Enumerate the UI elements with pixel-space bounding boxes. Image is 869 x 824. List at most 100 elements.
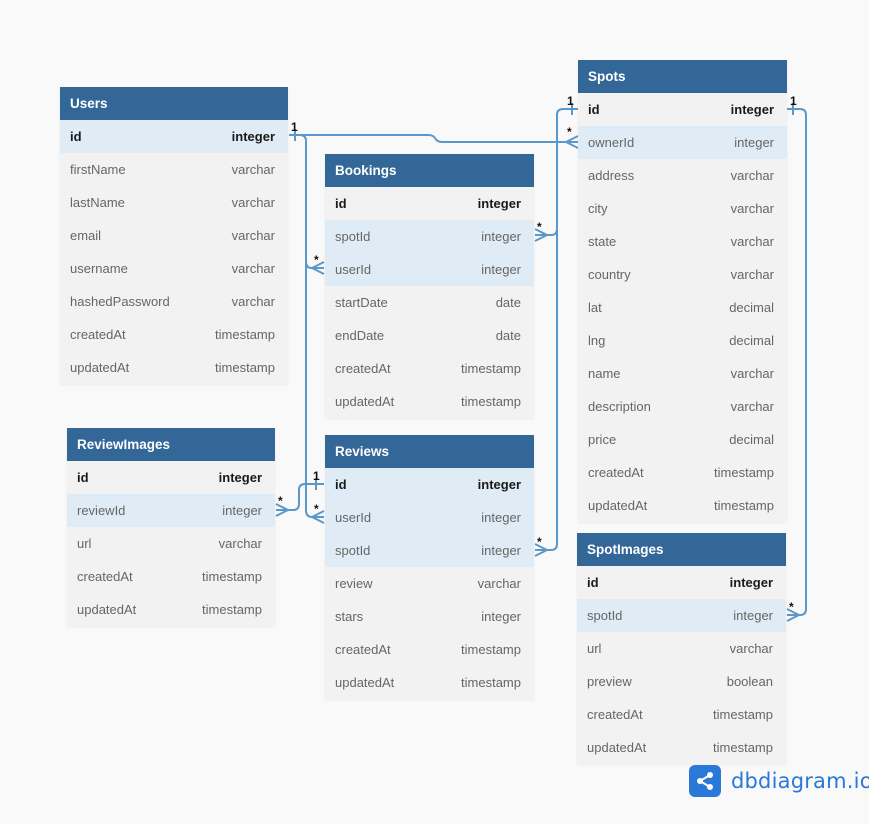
relation-users-reviews[interactable] xyxy=(305,262,324,518)
field-name: username xyxy=(70,261,128,276)
field-name: lat xyxy=(588,300,602,315)
relation-users-bookings[interactable] xyxy=(289,134,324,269)
table-header[interactable]: Spots xyxy=(578,60,787,93)
field-type: varchar xyxy=(477,576,521,591)
crowfoot-spots-ownerid xyxy=(565,135,579,149)
relation-spots-reviews[interactable] xyxy=(535,229,558,551)
table-header[interactable]: Users xyxy=(60,87,288,120)
field-name: url xyxy=(587,641,602,656)
table-header[interactable]: Reviews xyxy=(325,435,534,468)
field-name: id xyxy=(335,477,347,492)
field-type: integer xyxy=(222,503,262,518)
field-type: integer xyxy=(477,477,521,492)
field-type: varchar xyxy=(730,201,774,216)
field-row[interactable]: userId integer xyxy=(325,501,534,534)
field-row[interactable]: id integer xyxy=(325,468,534,501)
table-header[interactable]: ReviewImages xyxy=(67,428,275,461)
field-type: integer xyxy=(481,609,521,624)
field-name: id xyxy=(587,575,599,590)
field-type: varchar xyxy=(231,261,275,276)
field-name: updatedAt xyxy=(588,498,648,513)
table-header[interactable]: SpotImages xyxy=(577,533,786,566)
field-type: timestamp xyxy=(202,569,262,584)
field-type: varchar xyxy=(730,366,774,381)
field-name: updatedAt xyxy=(587,740,647,755)
field-type: timestamp xyxy=(215,327,275,342)
relation-spots-bookings[interactable] xyxy=(535,108,578,236)
crowfoot-bookings-spotid xyxy=(534,228,548,242)
field-type: integer xyxy=(481,510,521,525)
field-name: userId xyxy=(335,262,372,277)
field-type: timestamp xyxy=(202,602,262,617)
brand-text: dbdiagram.io xyxy=(731,769,869,793)
crowfoot-bookings-userid xyxy=(311,261,325,275)
field-row[interactable]: username varchar xyxy=(60,252,288,285)
field-name: spotId xyxy=(335,543,371,558)
field-type: decimal xyxy=(729,333,774,348)
relation-reviews-reviewimages[interactable] xyxy=(276,483,324,511)
field-row[interactable]: email varchar xyxy=(60,219,288,252)
relation-spots-spotimages[interactable] xyxy=(787,108,807,616)
field-name: email xyxy=(70,228,102,243)
field-name: state xyxy=(588,234,617,249)
field-type: varchar xyxy=(231,195,275,210)
table-header[interactable]: Bookings xyxy=(325,154,534,187)
field-type: integer xyxy=(730,102,774,117)
field-name: userId xyxy=(335,510,372,525)
field-name: price xyxy=(588,432,617,447)
field-type: varchar xyxy=(231,228,275,243)
dbdiagram-brand[interactable]: dbdiagram.io xyxy=(689,765,869,797)
field-name: hashedPassword xyxy=(70,294,170,309)
card-bookings-spotid-many: * xyxy=(537,220,542,234)
relation-users-spots[interactable] xyxy=(289,134,578,143)
